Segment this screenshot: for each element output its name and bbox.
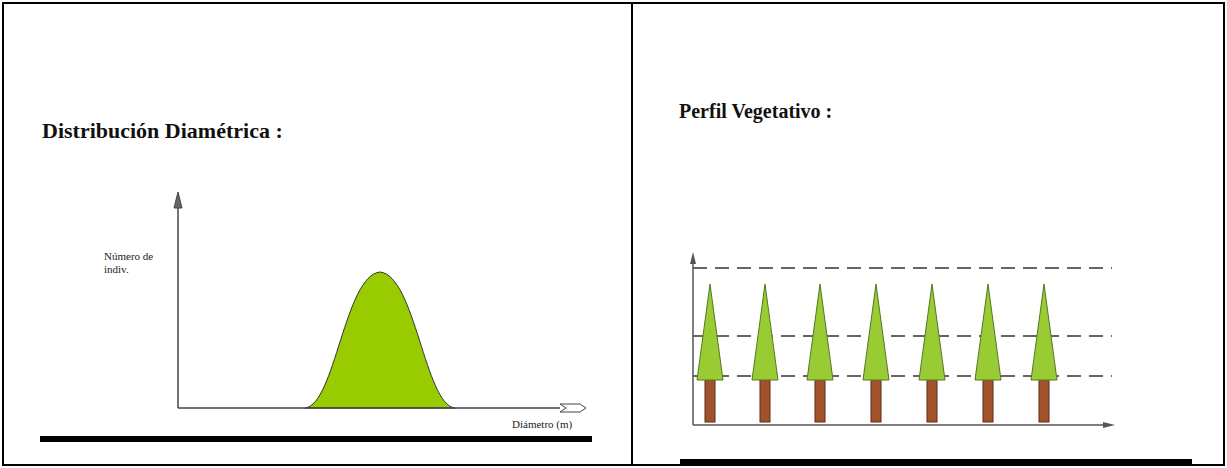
- x-axis: [178, 407, 560, 409]
- axis-arrow: [174, 192, 182, 208]
- tree-crown: [807, 284, 833, 380]
- bell-curve: [305, 272, 455, 408]
- axis-arrow: [560, 404, 586, 412]
- y-axis: [692, 262, 694, 425]
- tree-trunk: [760, 378, 770, 422]
- panel-cell: Distribución Diamétrica :: [2, 2, 633, 466]
- tree-trunk: [815, 378, 825, 422]
- axis-arrow: [1103, 422, 1115, 428]
- tree-crown: [752, 284, 778, 380]
- panel-title: Perfil Vegetativo :: [679, 100, 832, 123]
- tree-trunk: [705, 378, 715, 422]
- tree-crown: [1031, 284, 1057, 380]
- y-axis: [177, 200, 179, 408]
- axis-label: Diámetro (m): [512, 418, 622, 431]
- tree-row: [697, 284, 1057, 422]
- axis-arrow: [690, 252, 696, 264]
- black-bar: [40, 436, 592, 442]
- tree-trunk: [927, 378, 937, 422]
- vegetation-profile: [680, 252, 1192, 465]
- axis-label: Número de indiv.: [104, 250, 164, 275]
- tree-crown: [919, 284, 945, 380]
- diameter-chart: [40, 192, 592, 442]
- tree-trunk: [1039, 378, 1049, 422]
- tree-trunk: [983, 378, 993, 422]
- tree-crown: [975, 284, 1001, 380]
- tree-trunk: [871, 378, 881, 422]
- panel-cell: Perfil Vegetativo :: [631, 2, 1225, 466]
- tree-crown: [863, 284, 889, 380]
- x-axis: [693, 424, 1105, 426]
- panel-title: Distribución Diamétrica :: [42, 118, 283, 144]
- tree-crown: [697, 284, 723, 380]
- stratum-line: [693, 267, 1112, 269]
